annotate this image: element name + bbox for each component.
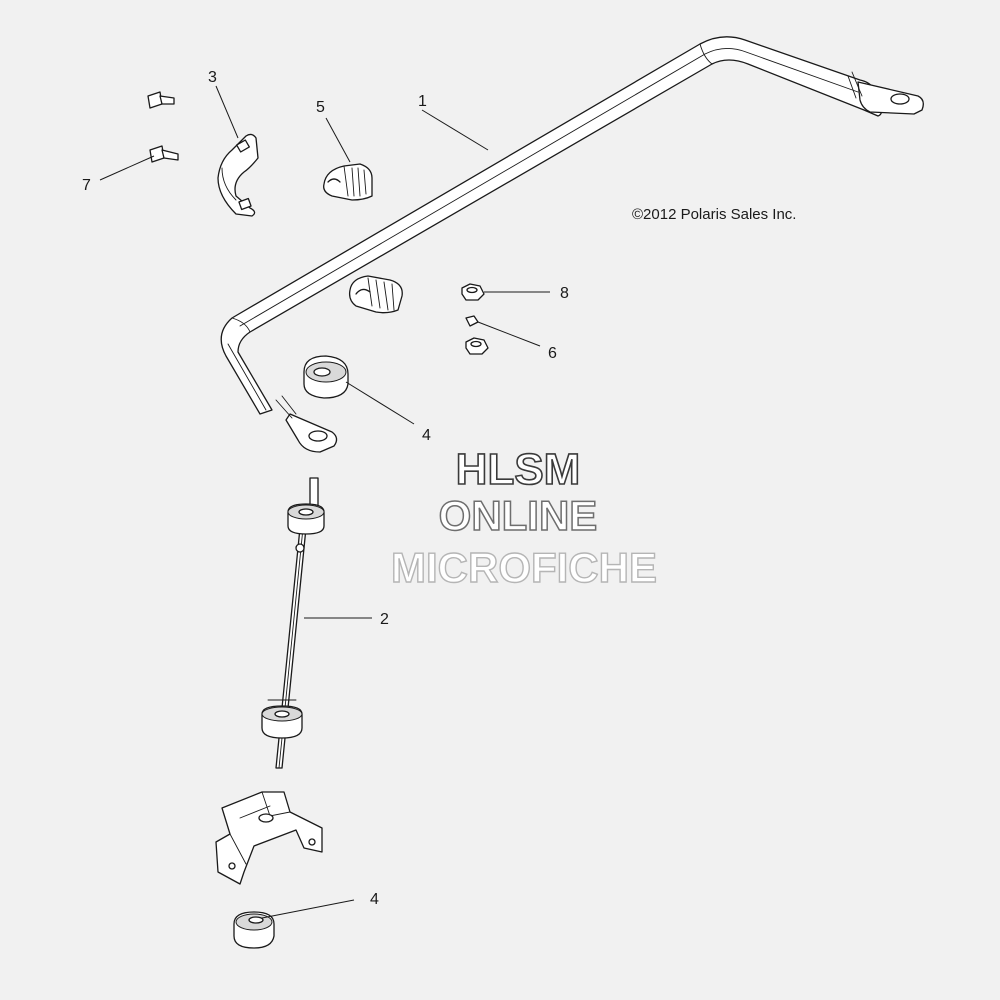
callout-3: 3 (208, 69, 217, 86)
mounting-clamp (217, 133, 259, 217)
callout-6: 6 (548, 345, 557, 362)
leader-7 (99, 155, 155, 181)
bushing-lower (233, 911, 275, 949)
copyright-text: ©2012 Polaris Sales Inc. (632, 206, 796, 223)
callout-4-upper: 4 (422, 427, 431, 444)
bolt-upper (147, 91, 175, 109)
leader-1 (421, 109, 489, 151)
lower-bracket (215, 791, 323, 885)
leader-6 (477, 321, 541, 347)
watermark-line-3: MICROFICHE (391, 544, 657, 591)
callout-2: 2 (380, 611, 389, 628)
callout-7: 7 (82, 177, 91, 194)
leader-4a (345, 381, 415, 425)
watermark-line-2: ONLINE (439, 492, 598, 539)
leader-4b (261, 899, 355, 919)
callout-1: 1 (418, 93, 427, 110)
stabilizer-link (261, 477, 325, 769)
split-bushing-lower (348, 275, 403, 314)
leader-3 (215, 85, 239, 139)
stabilizer-bar (220, 36, 924, 453)
flange-nut-upper (461, 283, 485, 301)
leader-5 (325, 117, 351, 163)
bushing-upper (303, 355, 349, 399)
callout-5: 5 (316, 99, 325, 116)
bolt-lower (149, 145, 179, 163)
callout-4-lower: 4 (370, 891, 379, 908)
flange-nut-lower (465, 337, 489, 355)
callout-8: 8 (560, 285, 569, 302)
watermark: HLSM ONLINE MICROFICHE (390, 444, 657, 592)
split-bushing-upper (323, 163, 373, 201)
small-fastener (465, 315, 479, 327)
watermark-line-1: HLSM (456, 445, 581, 494)
